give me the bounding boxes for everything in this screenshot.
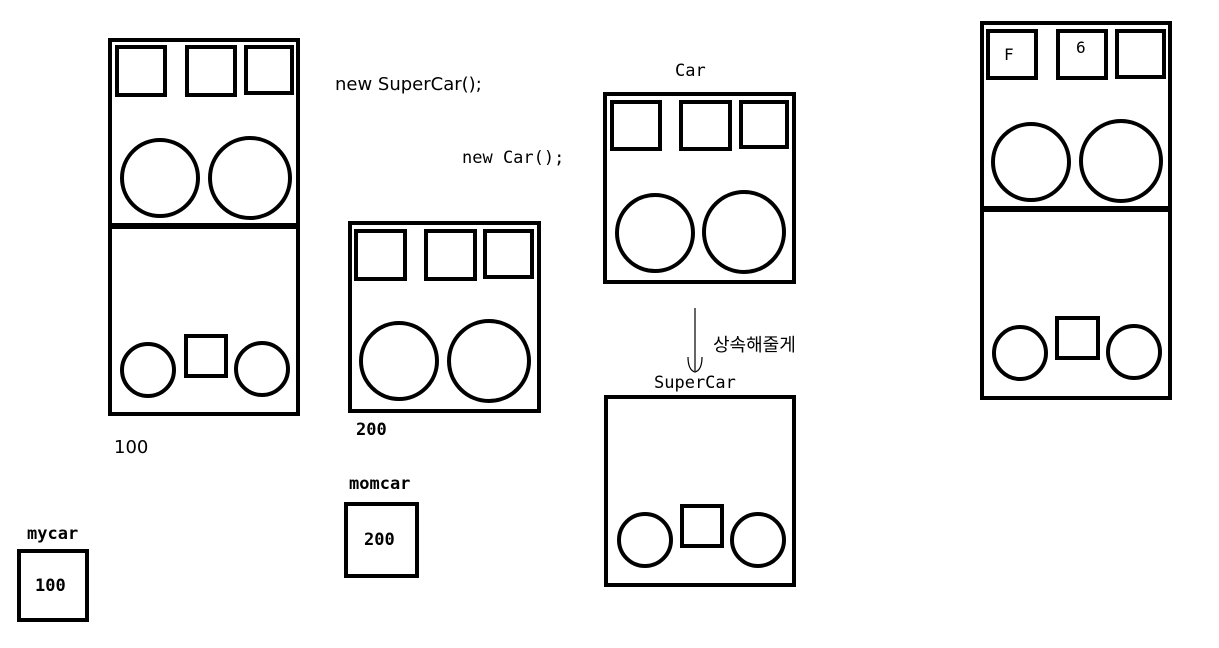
- new-car-label: new Car();: [462, 148, 564, 168]
- inheritance-arrow: [687, 308, 703, 373]
- small-wheel-circle: [730, 512, 786, 568]
- small-wheel-circle: [617, 512, 673, 568]
- wheel-circle: [208, 136, 292, 220]
- field-box: [679, 100, 732, 151]
- field-box: [115, 45, 167, 97]
- small-field-box: [184, 334, 228, 378]
- field-box: [610, 100, 662, 151]
- wheel-circle: [359, 321, 439, 401]
- address-200-label: 200: [356, 420, 387, 440]
- field-value-f: F: [1004, 45, 1014, 64]
- momcar-label: momcar: [349, 474, 410, 494]
- car-class-box: [603, 92, 796, 284]
- supercar-instance-with-values: [980, 21, 1172, 400]
- wheel-circle: [991, 122, 1071, 202]
- car-class: [603, 92, 796, 284]
- supercar-instance: [108, 38, 300, 416]
- small-field-box: [680, 504, 724, 548]
- wheel-circle: [120, 138, 200, 218]
- field-box: [424, 229, 477, 281]
- small-field-box: [1055, 316, 1100, 360]
- small-wheel-circle: [992, 325, 1048, 381]
- field-box: [739, 100, 789, 149]
- field-box: [354, 229, 407, 281]
- inherit-label: 상속해줄게: [713, 335, 796, 356]
- car-part-box: [348, 221, 541, 413]
- car-instance: [348, 221, 541, 413]
- supercar-class-label: SuperCar: [654, 373, 736, 393]
- field-box: [1115, 29, 1166, 79]
- supercar-part-box: [108, 225, 300, 416]
- small-wheel-circle: [234, 341, 290, 397]
- supercar-class-box: [604, 395, 796, 587]
- wheel-circle: [447, 319, 531, 403]
- small-wheel-circle: [120, 342, 176, 398]
- mycar-label: mycar: [27, 524, 78, 544]
- car-part-box: [108, 38, 300, 227]
- field-box: [185, 45, 237, 97]
- mycar-variable-box: [17, 549, 89, 622]
- address-100-label: 100: [114, 437, 148, 458]
- momcar-value: 200: [364, 530, 395, 550]
- field-box-6: [1056, 29, 1108, 80]
- momcar-variable-box: [344, 502, 419, 578]
- small-wheel-circle: [1106, 324, 1162, 380]
- field-box-f: [986, 29, 1038, 80]
- field-value-6: 6: [1076, 38, 1086, 57]
- supercar-part-box: [980, 208, 1172, 400]
- field-box: [244, 45, 294, 95]
- car-class-label: Car: [675, 61, 706, 81]
- wheel-circle: [702, 190, 786, 274]
- new-supercar-label: new SuperCar();: [335, 74, 482, 95]
- wheel-circle: [1079, 119, 1163, 203]
- supercar-class: [604, 395, 796, 587]
- mycar-value: 100: [35, 576, 66, 596]
- wheel-circle: [615, 193, 695, 273]
- field-box: [483, 229, 534, 279]
